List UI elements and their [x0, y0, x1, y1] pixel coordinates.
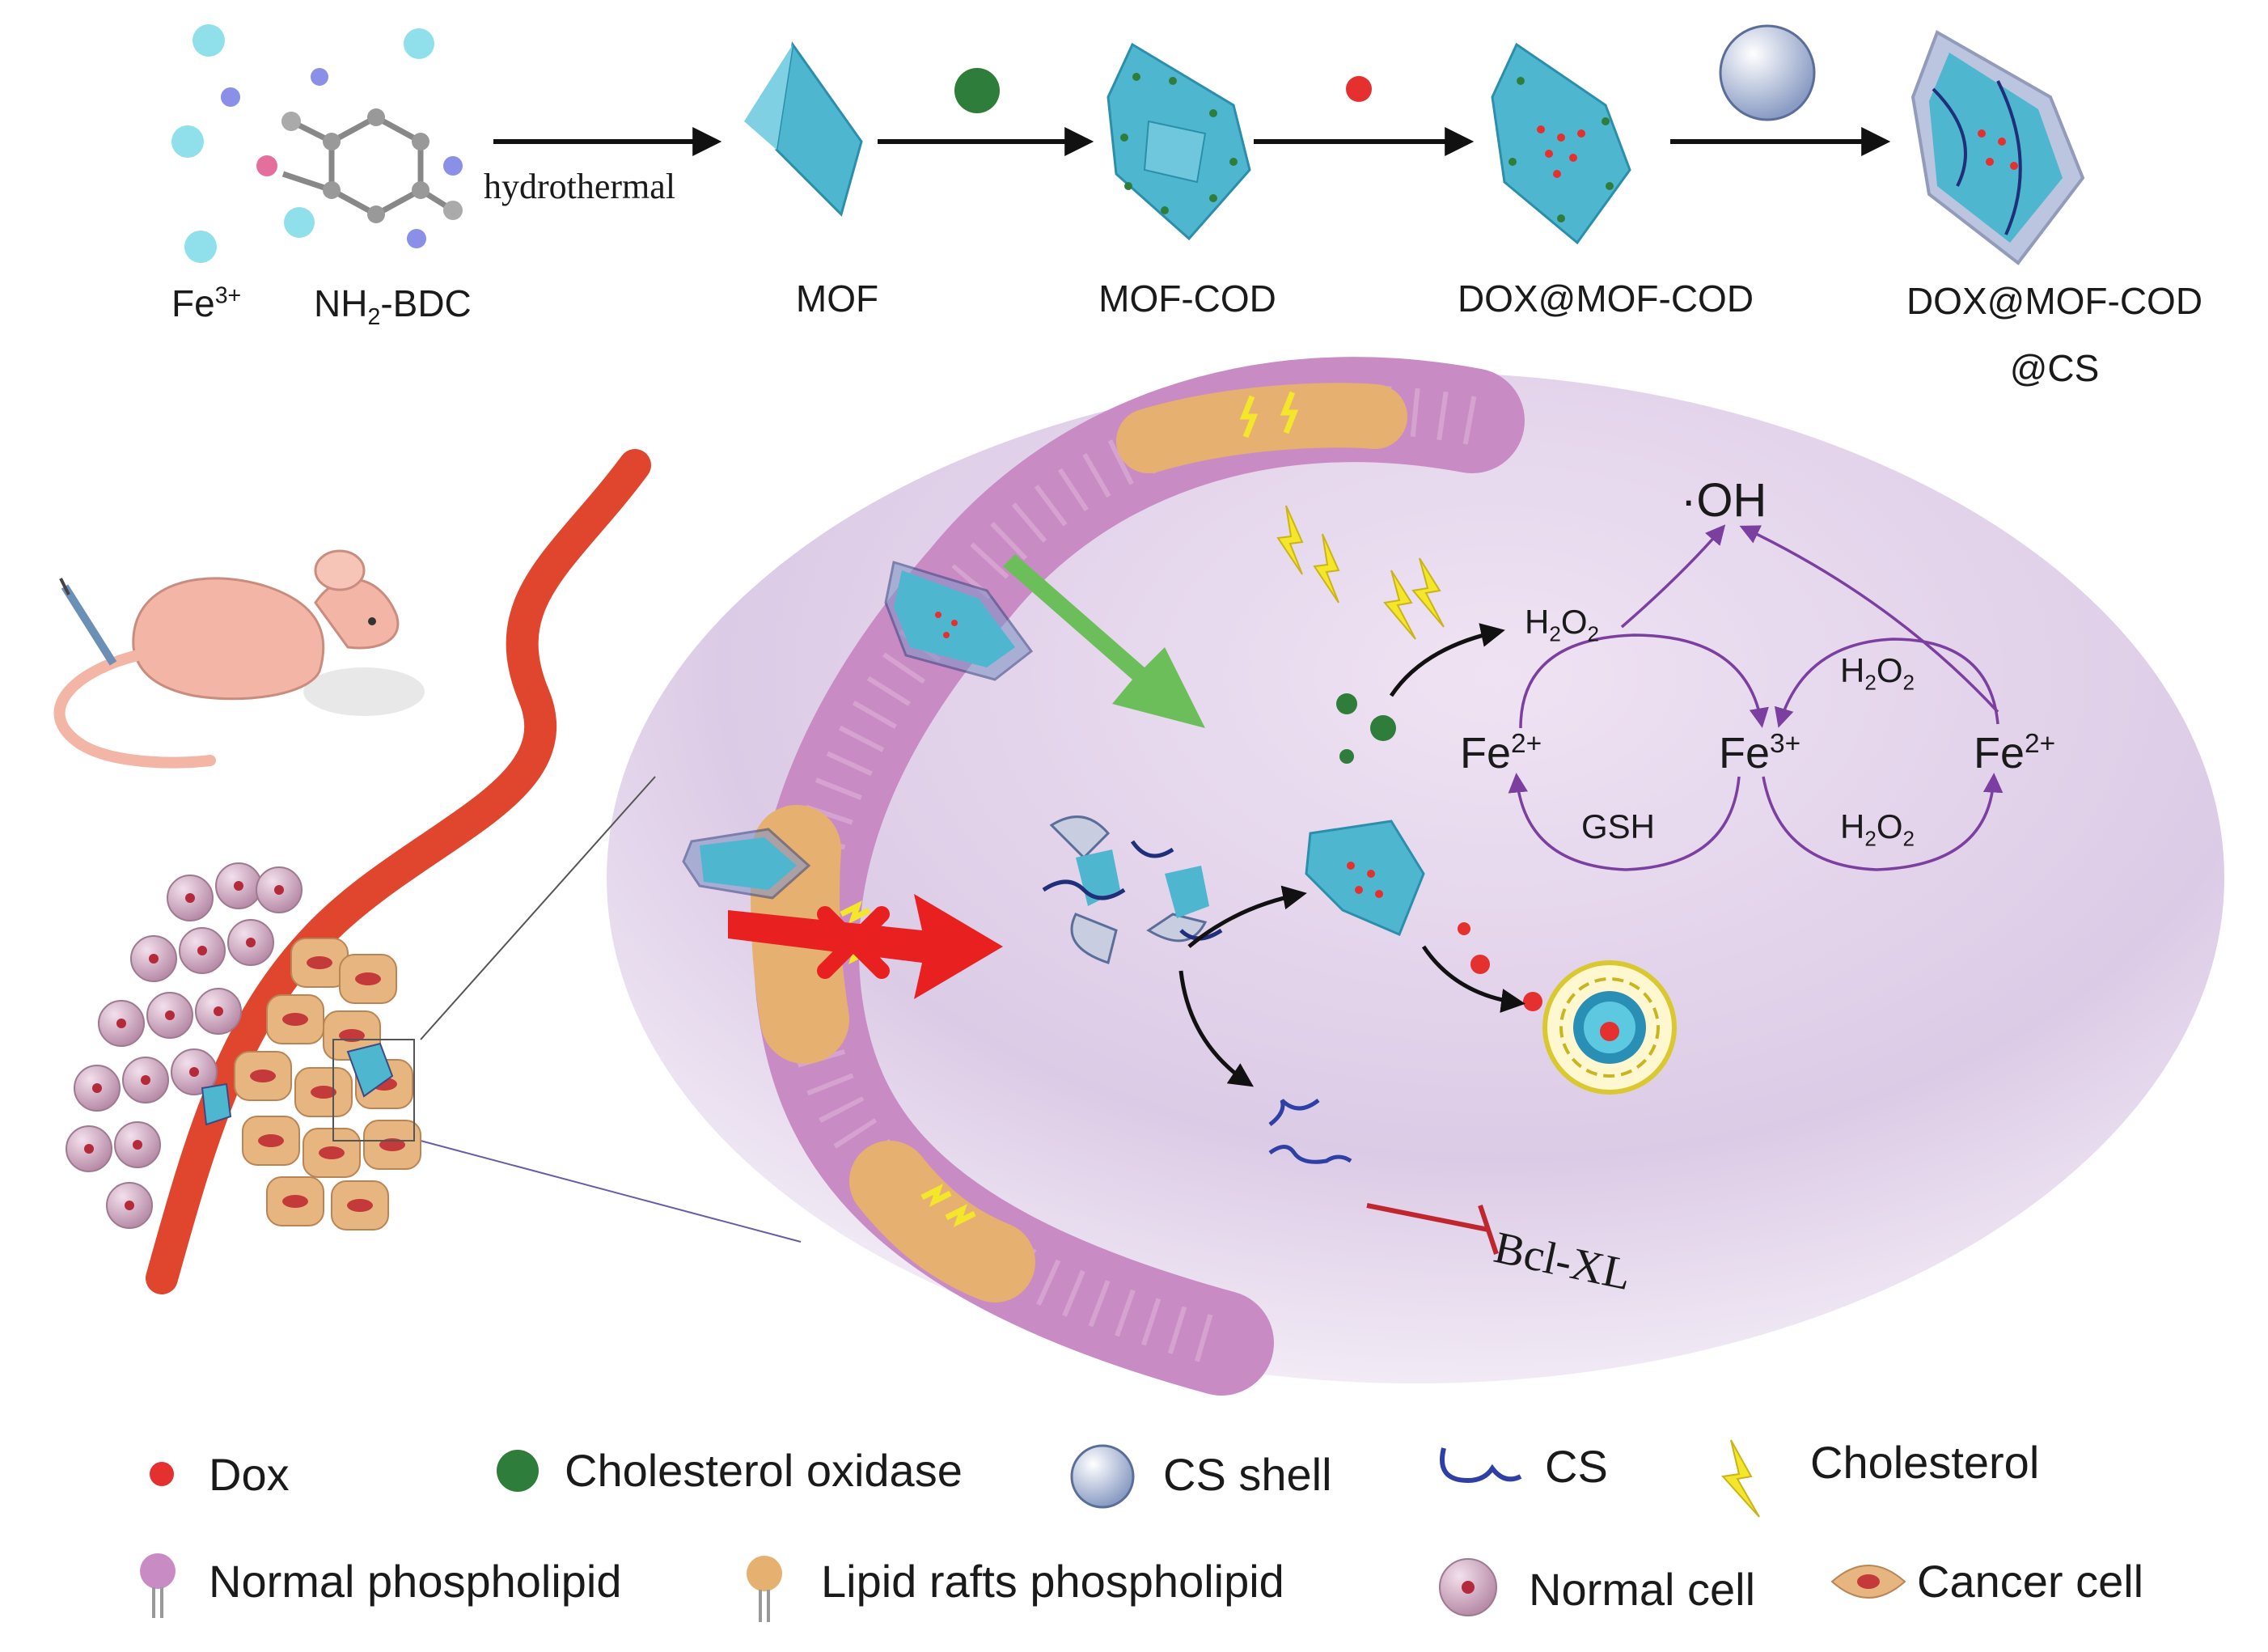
arrow-h2o2-to-oh: [1620, 524, 1726, 629]
stage-cs-line1-label: DOX@MOF-COD: [1906, 280, 2203, 322]
legend-dox-label: Dox: [209, 1449, 290, 1500]
blocked-cross-icon: [817, 906, 890, 979]
arrow-fe3-to-fe2-gsh: [1508, 773, 1741, 871]
dox-mof-cod-crystal-icon: [1491, 42, 1631, 245]
legend-raft-phospholipid-label: Lipid rafts phospholipid: [821, 1556, 1284, 1607]
normal-cells-cluster: [66, 862, 303, 1229]
arrow-fe2r-to-fe3-top: [1774, 638, 1999, 728]
nh2-bdc-molecule-icon: [221, 68, 463, 248]
legend-cod-label: Cholesterol oxidase: [565, 1445, 963, 1496]
arrow-cholesterol-to-h2o2: [1389, 623, 1505, 697]
mof-crystal-icon: [744, 41, 863, 217]
nanoparticle-entering-membrane-icon: [884, 561, 1034, 681]
arrow-release-cs: [1178, 970, 1254, 1087]
gsh-label: GSH: [1581, 807, 1656, 845]
inhibition-bar: [1478, 1205, 1499, 1255]
stage-mof-cod-label: MOF-COD: [1098, 277, 1276, 320]
fe2-left-label: Fe2+: [1460, 729, 1542, 777]
hydrothermal-label: hydrothermal: [484, 167, 676, 206]
legend-normal-cell-icon: [1439, 1558, 1497, 1616]
released-mof-icon: [1305, 820, 1425, 936]
legend-normal-phospholipid-label: Normal phospholipid: [209, 1556, 622, 1607]
free-cholesterol-icon: [1276, 505, 1445, 640]
legend-cod-icon: [497, 1450, 539, 1492]
cell-membrane-bilayer: [751, 357, 1525, 1396]
cholesterol-oxidase-icon: [954, 68, 1000, 113]
arrow-dox-to-nucleus: [1421, 945, 1525, 1013]
legend-cs-shell-icon: [1070, 1444, 1135, 1509]
legend-cancer-cell-label: Cancer cell: [1917, 1556, 2144, 1607]
legend-cs-shell-label: CS shell: [1163, 1449, 1332, 1500]
dox-mof-cod-cs-crystal-icon: [1910, 30, 2085, 265]
arrow-fe2-to-fe3-top: [1519, 633, 1769, 729]
degraded-cs-shell-icon: [1042, 815, 1223, 964]
arrow-release-mof: [1187, 885, 1307, 948]
fe3-label: Fe3+: [171, 282, 242, 324]
mof-cod-crystal-icon: [1106, 42, 1251, 241]
zoom-box: [332, 1039, 415, 1142]
legend-cholesterol-icon: [1721, 1439, 1760, 1518]
stage-cs-line2-label: @CS: [2009, 347, 2100, 389]
legend-icons: [140, 1439, 1906, 1622]
arrow-fe3-to-fe2r: [1762, 773, 2004, 871]
legend-cs-icon: [1440, 1447, 1522, 1484]
dox-icon: [1346, 76, 1372, 102]
legend-cholesterol-label: Cholesterol: [1810, 1437, 2040, 1488]
legend-normal-cell-label: Normal cell: [1529, 1564, 1756, 1615]
legend-dox-icon: [150, 1462, 174, 1486]
fe-ions: [171, 24, 434, 263]
h2o2-label-bottom: H2O2: [1840, 807, 1915, 851]
h2o2-label-right: H2O2: [1840, 651, 1915, 695]
mouse-icon: [53, 549, 425, 769]
synthesis-row: [171, 24, 2085, 265]
fenton-cycle: [1508, 524, 2004, 871]
fe3-center-label: Fe3+: [1719, 729, 1801, 777]
legend-normal-phospholipid-icon: [140, 1553, 176, 1618]
fe2-right-label: Fe2+: [1974, 729, 2056, 777]
zoom-line-bottom: [420, 1140, 802, 1243]
legend-cs-label: CS: [1545, 1441, 1608, 1492]
stage-mof-label: MOF: [795, 277, 879, 320]
zoom-line-top: [420, 776, 656, 1040]
legend-cancer-cell-icon: [1830, 1565, 1906, 1599]
nh2-bdc-label: NH2-BDC: [314, 282, 472, 331]
green-endocytosis-arrow: [1003, 554, 1205, 728]
inhibition-line: [1366, 1203, 1489, 1232]
legend-raft-phospholipid-icon: [747, 1556, 782, 1622]
nanoparticle-blocked-icon: [682, 828, 811, 900]
cod-particles-icon: [1336, 693, 1396, 764]
h2o2-label-top: H2O2: [1525, 603, 1599, 646]
tumor-cells-cluster: [201, 938, 421, 1231]
cs-shell-icon: [1719, 24, 1816, 121]
oh-radical-label: ·OH: [1681, 474, 1767, 527]
released-cs-icon: [1268, 1098, 1352, 1164]
cancer-cell-nucleus-icon: [1542, 960, 1677, 1095]
stage-dox-mof-cod-label: DOX@MOF-COD: [1457, 277, 1754, 320]
released-dox-icon: [1458, 922, 1542, 1011]
arrow-fe3-to-oh: [1739, 525, 1999, 714]
